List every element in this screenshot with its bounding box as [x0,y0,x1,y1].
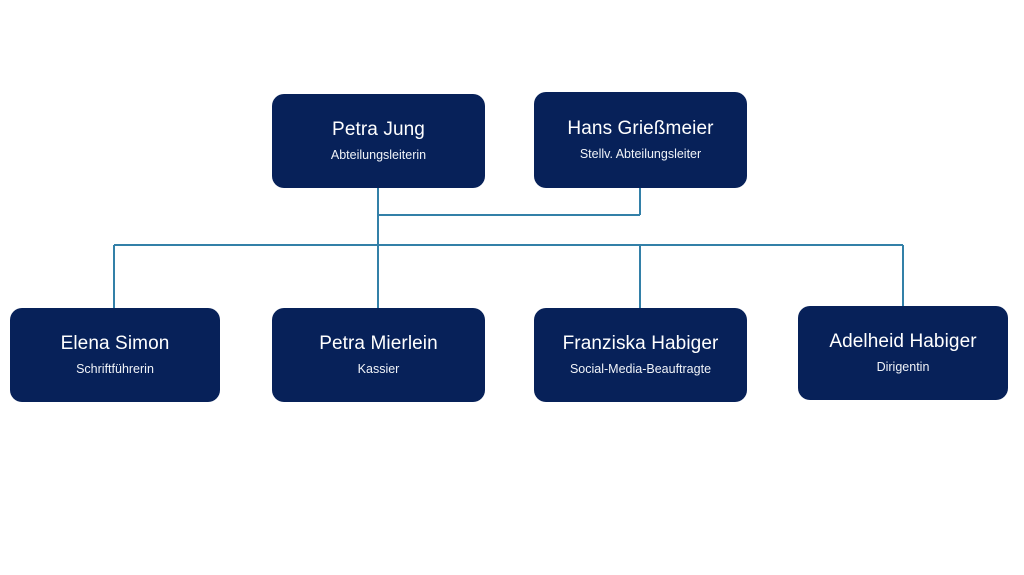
node-role: Schriftführerin [76,362,154,377]
node-role: Stellv. Abteilungsleiter [579,147,702,162]
org-node-hans-griessmeier[interactable]: Hans Grießmeier Stellv. Abteilungsleiter [534,92,747,188]
org-node-adelheid-habiger[interactable]: Adelheid Habiger Dirigentin [798,306,1008,400]
node-role: Kassier [357,362,400,377]
node-name: Franziska Habiger [562,333,719,355]
node-role: Dirigentin [876,360,930,375]
org-node-petra-mierlein[interactable]: Petra Mierlein Kassier [272,308,485,402]
node-role: Social-Media-Beauftragte [569,362,712,377]
node-name: Petra Mierlein [319,333,438,355]
org-node-elena-simon[interactable]: Elena Simon Schriftführerin [10,308,220,402]
node-name: Elena Simon [60,333,170,355]
org-node-franziska-habiger[interactable]: Franziska Habiger Social-Media-Beauftrag… [534,308,747,402]
node-name: Adelheid Habiger [829,331,977,353]
node-role: Abteilungsleiterin [330,148,427,163]
node-name: Hans Grießmeier [567,118,714,140]
node-name: Petra Jung [332,119,425,141]
org-node-petra-jung[interactable]: Petra Jung Abteilungsleiterin [272,94,485,188]
